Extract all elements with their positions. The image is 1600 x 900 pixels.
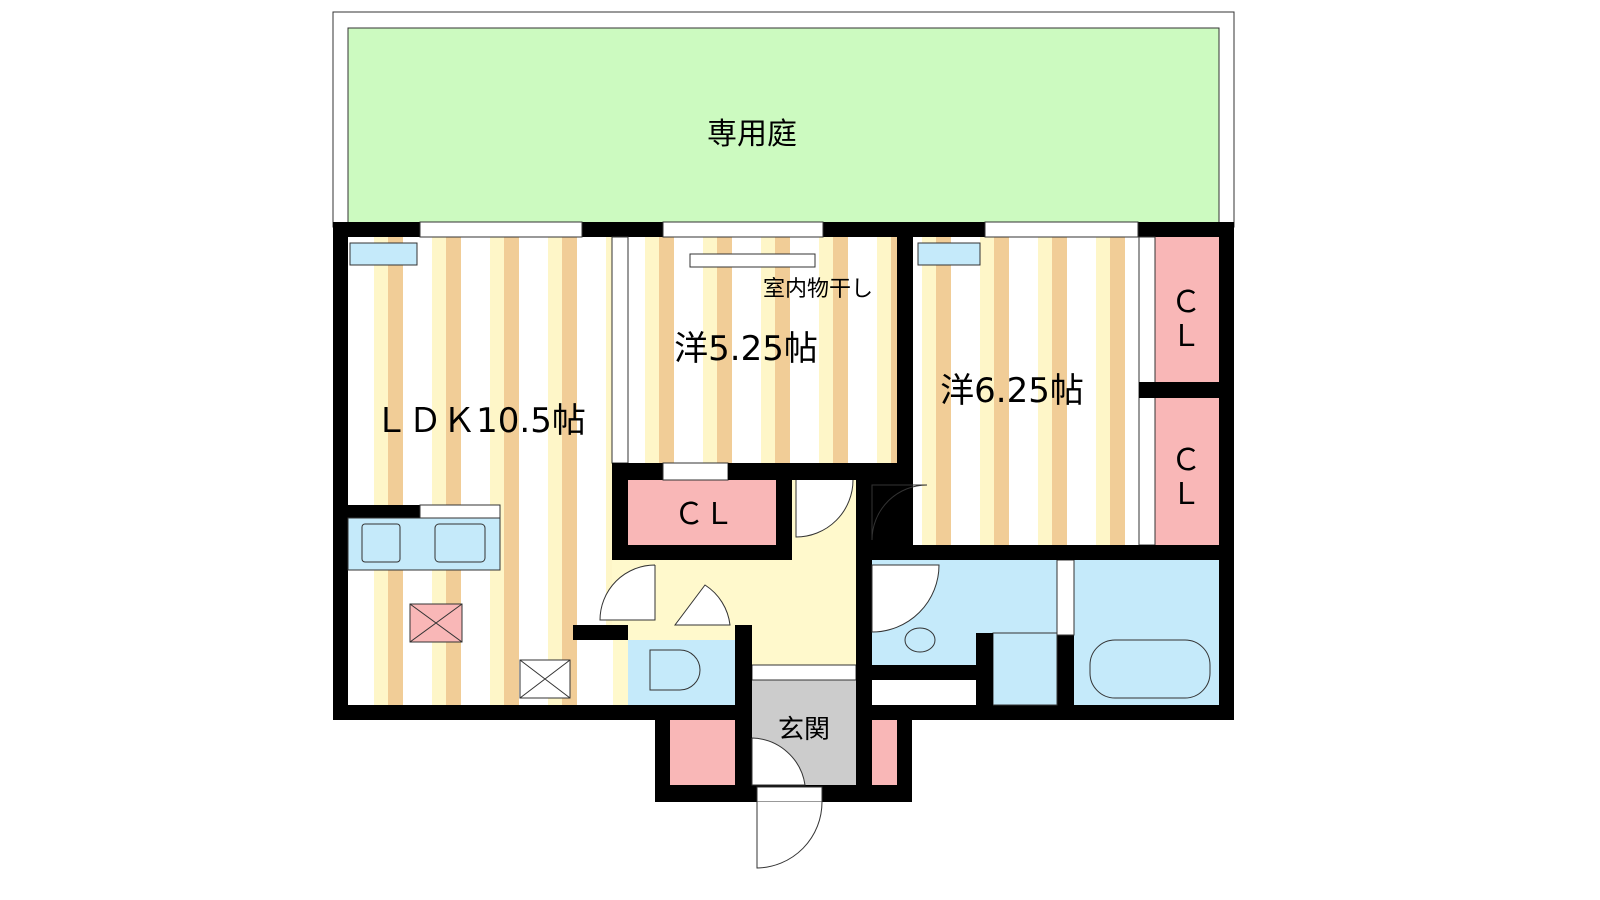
- toilet-icon: [649, 649, 701, 691]
- floor-stripe: [432, 237, 446, 705]
- wall-i: [1139, 382, 1219, 398]
- closet-mid-door: [662, 462, 729, 481]
- bath-door: [1056, 559, 1075, 636]
- floor-stripe: [994, 237, 1009, 545]
- floor-stripe: [548, 237, 562, 705]
- window-ldk: [419, 221, 583, 238]
- label-room1: 洋5.25帖: [674, 329, 818, 369]
- floor-stripe: [717, 237, 732, 463]
- floor-stripe: [504, 237, 519, 705]
- floor-stripe: [819, 237, 833, 463]
- front-door-frame: [756, 786, 823, 803]
- floor-stripe: [877, 237, 891, 463]
- wall-h: [856, 545, 1219, 560]
- wall-c: [728, 463, 792, 480]
- floor-stripe: [1110, 237, 1125, 545]
- kitchen-sink-icon: [434, 523, 486, 563]
- floor-stripe: [645, 237, 659, 463]
- air-conditioner-room2: [917, 242, 981, 266]
- bathtub: [1089, 639, 1211, 699]
- floor-stripe: [761, 237, 775, 463]
- floor-stripe: [1038, 237, 1052, 545]
- floor-stripe: [562, 237, 577, 705]
- door-entrance-inner[interactable]: [751, 737, 806, 786]
- wall-b: [628, 463, 663, 480]
- floor-stripe: [490, 237, 504, 705]
- wall-k: [573, 625, 628, 640]
- closet-right-bottom: [1155, 398, 1219, 545]
- floor-stripe: [1052, 237, 1067, 545]
- wall-g: [856, 463, 913, 480]
- floor-stripe: [659, 237, 674, 463]
- toilet-room: [628, 640, 735, 705]
- label-closet-rb-l: Ｌ: [1171, 477, 1201, 512]
- door-room2[interactable]: [871, 484, 928, 541]
- label-indoor-drying: 室内物干し: [763, 277, 873, 302]
- storage: [593, 640, 613, 705]
- label-closet-mid: ＣＬ: [674, 497, 734, 532]
- closet-mid: [628, 480, 776, 545]
- bathroom: [1074, 560, 1219, 705]
- floor-stripe: [936, 237, 951, 545]
- entrance-step: [751, 664, 857, 681]
- shoe-closet-right: [872, 720, 897, 785]
- stove-icon: [361, 523, 401, 563]
- door-room1[interactable]: [795, 479, 854, 538]
- label-closet-rt-c: Ｃ: [1171, 285, 1201, 320]
- washing-machine: [992, 632, 1058, 706]
- wall-a: [612, 463, 628, 560]
- label-ldk: ＬＤＫ10.5帖: [374, 401, 586, 441]
- private-garden: [347, 27, 1220, 228]
- floor-stripe: [703, 237, 717, 463]
- sink-icon: [904, 627, 936, 653]
- door-washroom[interactable]: [871, 564, 940, 633]
- door-ldk[interactable]: [599, 564, 656, 621]
- kitchen-wall: [348, 505, 420, 520]
- shoe-closet-left: [670, 720, 735, 785]
- label-closet-rb-c: Ｃ: [1171, 443, 1201, 478]
- label-garden: 専用庭: [707, 117, 797, 152]
- floor-stripe: [891, 237, 897, 463]
- wall-f: [897, 237, 913, 463]
- refrigerator-cross-icon: [409, 603, 463, 643]
- floor-stripe: [980, 237, 994, 545]
- sliding-partition: [611, 236, 629, 464]
- wall-m: [872, 665, 976, 680]
- wall-n: [976, 633, 993, 708]
- kitchen-counter: [347, 517, 501, 571]
- air-conditioner-ldk: [349, 242, 418, 266]
- wall-j: [856, 480, 872, 720]
- window-room2: [984, 221, 1139, 238]
- closet-right-top: [1155, 237, 1219, 382]
- floor-stripe: [388, 237, 403, 705]
- door-toilet[interactable]: [674, 584, 731, 626]
- wall-e: [612, 545, 792, 560]
- floor-stripe: [606, 237, 612, 705]
- drying-rod: [689, 253, 816, 268]
- label-room2: 洋6.25帖: [940, 371, 1084, 411]
- wall-d: [776, 480, 792, 560]
- floor-stripe: [922, 237, 936, 545]
- label-entrance: 玄関: [778, 715, 830, 745]
- label-closet-rt-l: Ｌ: [1171, 319, 1201, 354]
- floor-stripe: [374, 237, 388, 705]
- floor-stripe: [446, 237, 461, 705]
- front-door[interactable]: [756, 801, 823, 869]
- shelf: [872, 680, 976, 705]
- floor-stripe: [833, 237, 848, 463]
- floor-stripe: [1096, 237, 1110, 545]
- window-room1: [662, 221, 824, 238]
- storage-cross-icon: [519, 659, 571, 699]
- floor-stripe: [775, 237, 790, 463]
- wall-l: [735, 625, 752, 720]
